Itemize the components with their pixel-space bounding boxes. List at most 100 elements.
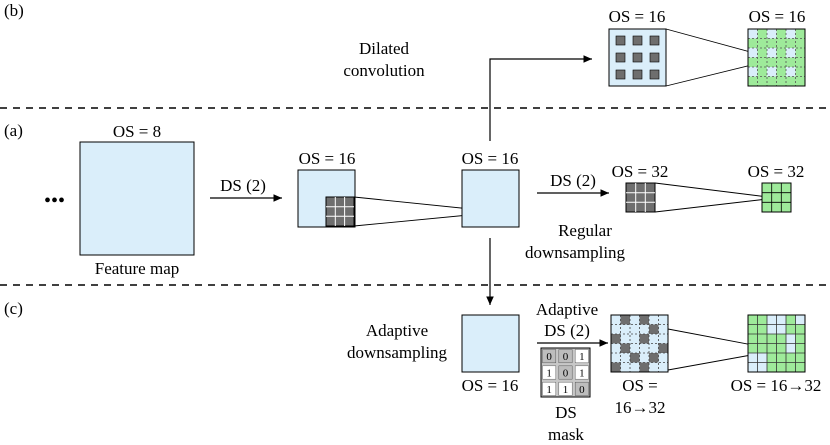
dilated-output-cell bbox=[767, 76, 777, 86]
ds-mask-value: 1 bbox=[579, 351, 585, 363]
dilated-input-grid bbox=[608, 28, 667, 87]
ds-mask-value: 1 bbox=[579, 368, 585, 380]
ds-mask-value: 0 bbox=[563, 368, 569, 380]
kernel-3x3-dark-small bbox=[625, 182, 656, 213]
dilated-output-cell bbox=[748, 29, 758, 39]
projection-line-2a bbox=[654, 182, 777, 199]
arrow-to-dilated bbox=[489, 55, 592, 141]
kernel-3x3-dark bbox=[325, 196, 355, 227]
dilated-output-border bbox=[747, 28, 806, 87]
adaptive-input-dark-cell bbox=[639, 334, 649, 344]
regular-label-2: downsampling bbox=[525, 243, 626, 262]
dilated-kernel-cell bbox=[615, 69, 626, 80]
ds-mask-cell bbox=[574, 349, 589, 364]
os-label-block-4: OS = 32 bbox=[612, 162, 669, 181]
dilated-output-cell bbox=[767, 38, 777, 48]
adaptive-ds-label-1: Adaptive bbox=[536, 300, 598, 319]
panel-label-c: (c) bbox=[4, 299, 23, 318]
dilated-output-cell bbox=[786, 38, 796, 48]
os-label-block-5: OS = 32 bbox=[748, 162, 805, 181]
output-3x3-green bbox=[761, 182, 792, 213]
adaptive-output-border bbox=[747, 314, 806, 373]
dilated-output-cell bbox=[786, 29, 796, 39]
adaptive-input-dark-cell bbox=[639, 362, 649, 372]
dilated-output-cell bbox=[795, 38, 805, 48]
adaptive-input-dark-cell bbox=[649, 324, 659, 334]
ds-mask-cell bbox=[558, 349, 573, 364]
adaptive-label-2: downsampling bbox=[347, 343, 448, 362]
panel-label-b: (b) bbox=[4, 1, 24, 20]
ds-mask-cell bbox=[574, 365, 589, 380]
dilated-output-cell bbox=[767, 67, 777, 77]
adaptive-output-blue-cell bbox=[757, 362, 767, 372]
dilated-output-cell bbox=[786, 67, 796, 77]
dilated-output-cell bbox=[776, 67, 786, 77]
dilated-output-cell bbox=[795, 67, 805, 77]
adaptive-input-dark-cell bbox=[639, 315, 649, 325]
adaptive-input-dark-cell bbox=[658, 343, 668, 353]
dilated-kernel-cell bbox=[615, 52, 626, 63]
adaptive-output-blue-cell bbox=[786, 343, 796, 353]
adaptive-output-blue-cell bbox=[795, 315, 805, 325]
dilated-output-cell bbox=[776, 29, 786, 39]
ds-mask-label-2: mask bbox=[548, 425, 584, 444]
ds-label-1: DS (2) bbox=[220, 176, 266, 195]
os-label-block-c: OS = 16 bbox=[462, 376, 519, 395]
adaptive-input-dark-cell bbox=[649, 353, 659, 363]
adaptive-output-blue-cell bbox=[767, 324, 777, 334]
adaptive-input-dark-cell bbox=[630, 353, 640, 363]
adaptive-input-dark-cell bbox=[611, 362, 621, 372]
dilated-output-cell bbox=[748, 48, 758, 58]
dilated-kernel-cell bbox=[632, 35, 643, 46]
dilated-output-cell bbox=[757, 29, 767, 39]
dilated-kernel-cell bbox=[632, 69, 643, 80]
adaptive-label-1: Adaptive bbox=[366, 321, 428, 340]
ds-label-2: DS (2) bbox=[550, 171, 596, 190]
adaptive-input-dark-cell bbox=[611, 334, 621, 344]
dilated-output-cell bbox=[795, 57, 805, 67]
dilated-output-cell bbox=[776, 76, 786, 86]
dilated-output-cell bbox=[795, 76, 805, 86]
ds-mask-value: 0 bbox=[546, 351, 552, 363]
dilated-output-cell bbox=[748, 57, 758, 67]
adaptive-output-blue-cell bbox=[776, 315, 786, 325]
dilated-output-cell bbox=[795, 48, 805, 58]
dilated-output-cell bbox=[786, 57, 796, 67]
os-label-dilated-in: OS = 16 bbox=[609, 7, 666, 26]
dilated-output-cell bbox=[776, 48, 786, 58]
adaptive-ds-label-2: DS (2) bbox=[544, 321, 590, 340]
adaptive-output-grid bbox=[747, 314, 806, 373]
projection-line-2b bbox=[654, 197, 777, 213]
ds-mask-cell bbox=[542, 349, 557, 364]
dilated-output-cell bbox=[757, 48, 767, 58]
adaptive-input-dark-cell bbox=[620, 343, 630, 353]
adaptive-output-blue-cell bbox=[748, 362, 758, 372]
dilated-kernel-cell bbox=[632, 52, 643, 63]
adaptive-output-blue-cell bbox=[748, 353, 758, 363]
adaptive-input-grid bbox=[610, 314, 669, 373]
dilated-output-cell bbox=[767, 57, 777, 67]
dilated-label-1: Dilated bbox=[359, 39, 410, 58]
os-label-dilated-out: OS = 16 bbox=[749, 7, 806, 26]
adaptive-output-blue-cell bbox=[757, 353, 767, 363]
dilated-kernel-cell bbox=[649, 35, 660, 46]
ds-mask-value: 1 bbox=[546, 368, 552, 380]
dilated-kernel-cell bbox=[649, 69, 660, 80]
dilated-output-cell bbox=[786, 76, 796, 86]
ds-mask-value: 1 bbox=[546, 384, 552, 396]
regular-label-1: Regular bbox=[558, 221, 612, 240]
dilated-output-cell bbox=[757, 38, 767, 48]
dilated-output-cell bbox=[748, 76, 758, 86]
ds-mask-label-1: DS bbox=[555, 403, 577, 422]
dilated-output-cell bbox=[757, 76, 767, 86]
dilated-output-cell bbox=[795, 29, 805, 39]
os-label-feature-map: OS = 8 bbox=[113, 122, 161, 141]
ds-mask-cell bbox=[574, 381, 589, 396]
ds-mask-cell bbox=[558, 381, 573, 396]
block-os16-b bbox=[461, 169, 520, 228]
ds-mask-value: 1 bbox=[563, 384, 569, 396]
feature-map-block bbox=[79, 141, 195, 256]
ds-mask-cell bbox=[542, 381, 557, 396]
